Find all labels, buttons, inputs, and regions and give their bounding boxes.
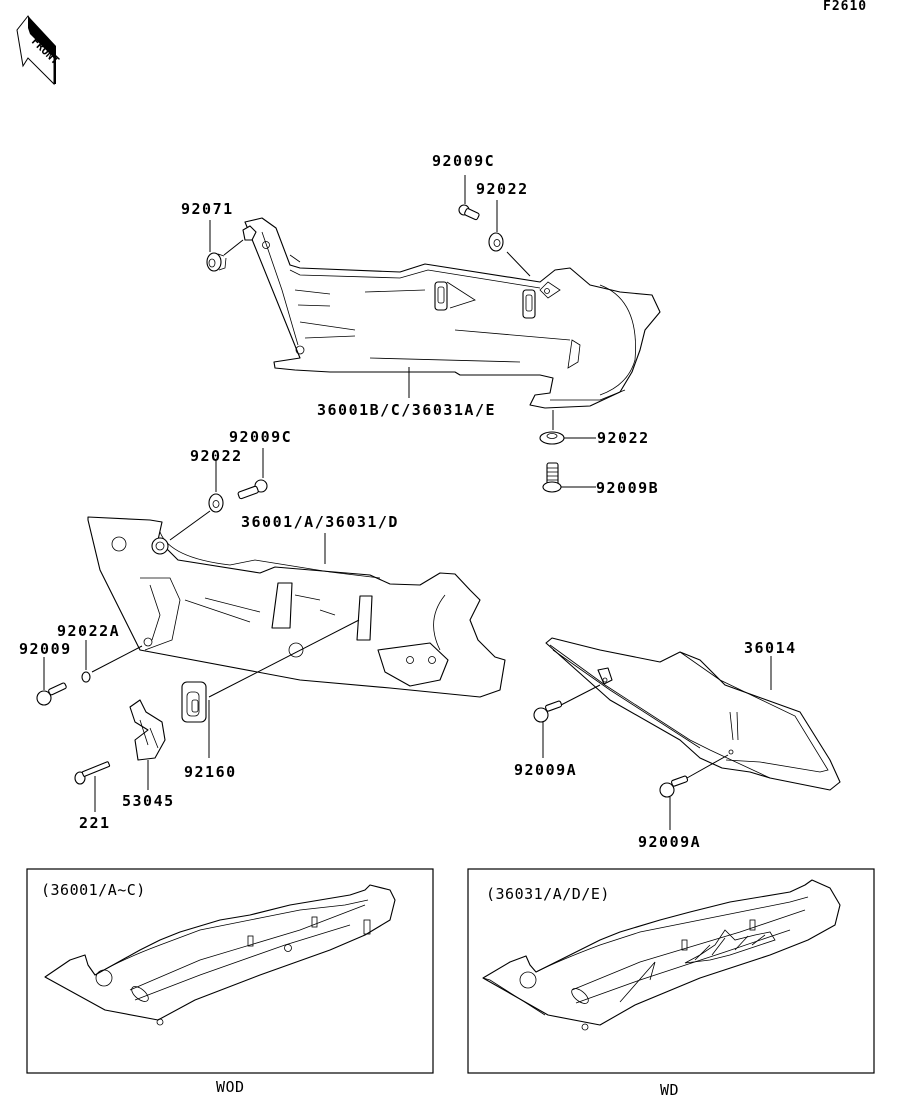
callout-92022A: 92022A xyxy=(57,622,121,640)
clip-top-icon xyxy=(242,225,257,241)
callout-36014: 36014 xyxy=(744,639,797,657)
washer-92022-top-icon xyxy=(488,232,504,252)
bracket-53045-icon xyxy=(129,699,166,761)
callout-92009A-1: 92009A xyxy=(514,761,578,779)
callout-53045: 53045 xyxy=(122,792,175,810)
washer-92022-right-icon xyxy=(539,431,565,445)
bolt-92009B-icon xyxy=(542,462,562,493)
bolt-92009A-1-icon xyxy=(533,700,563,723)
callout-92160: 92160 xyxy=(184,763,237,781)
callout-221: 221 xyxy=(79,814,111,832)
bolt-92009C-mid-icon xyxy=(237,479,268,500)
callout-92009A-2: 92009A xyxy=(638,833,702,851)
inset-wd-title: (36031/A/D/E) xyxy=(486,885,610,903)
callout-92022-mid: 92022 xyxy=(190,447,243,465)
callout-92009C-top: 92009C xyxy=(432,152,496,170)
inset-wod-caption: WOD xyxy=(216,1078,245,1096)
callout-92009C-mid: 92009C xyxy=(229,428,293,446)
callout-92009: 92009 xyxy=(19,640,72,658)
side-cover-part xyxy=(87,516,506,698)
callout-92009B: 92009B xyxy=(596,479,660,497)
callout-92022-right: 92022 xyxy=(597,429,650,447)
grommet-92071-icon xyxy=(206,252,227,272)
tail-cover-part xyxy=(545,637,841,791)
upper-side-cover-part xyxy=(244,217,661,409)
figure-code: F2610 xyxy=(823,0,868,14)
inset-wod-title: (36001/A~C) xyxy=(41,881,146,899)
bolt-92009C-top-icon xyxy=(458,204,480,221)
callout-36001B-C-36031A-E: 36001B/C/36031A/E xyxy=(317,401,497,419)
screw-221-icon xyxy=(74,761,111,785)
bolt-92009-icon xyxy=(36,682,67,706)
callout-92022-top: 92022 xyxy=(476,180,529,198)
inset-wd-caption: WD xyxy=(660,1081,680,1099)
bolt-92009A-2-icon xyxy=(659,775,689,798)
callout-36001-A-36031-D: 36001/A/36031/D xyxy=(241,513,399,531)
front-arrow-icon: FRONT xyxy=(16,15,62,86)
inset-wod-cover-illustration xyxy=(44,884,396,1026)
grommet-92160-icon xyxy=(181,681,207,723)
washer-92022-mid-icon xyxy=(208,493,224,513)
inset-wd-cover-illustration xyxy=(482,879,841,1031)
callout-92071: 92071 xyxy=(181,200,234,218)
zxr-decal-icon xyxy=(684,929,776,964)
washer-92022A-icon xyxy=(81,671,91,683)
